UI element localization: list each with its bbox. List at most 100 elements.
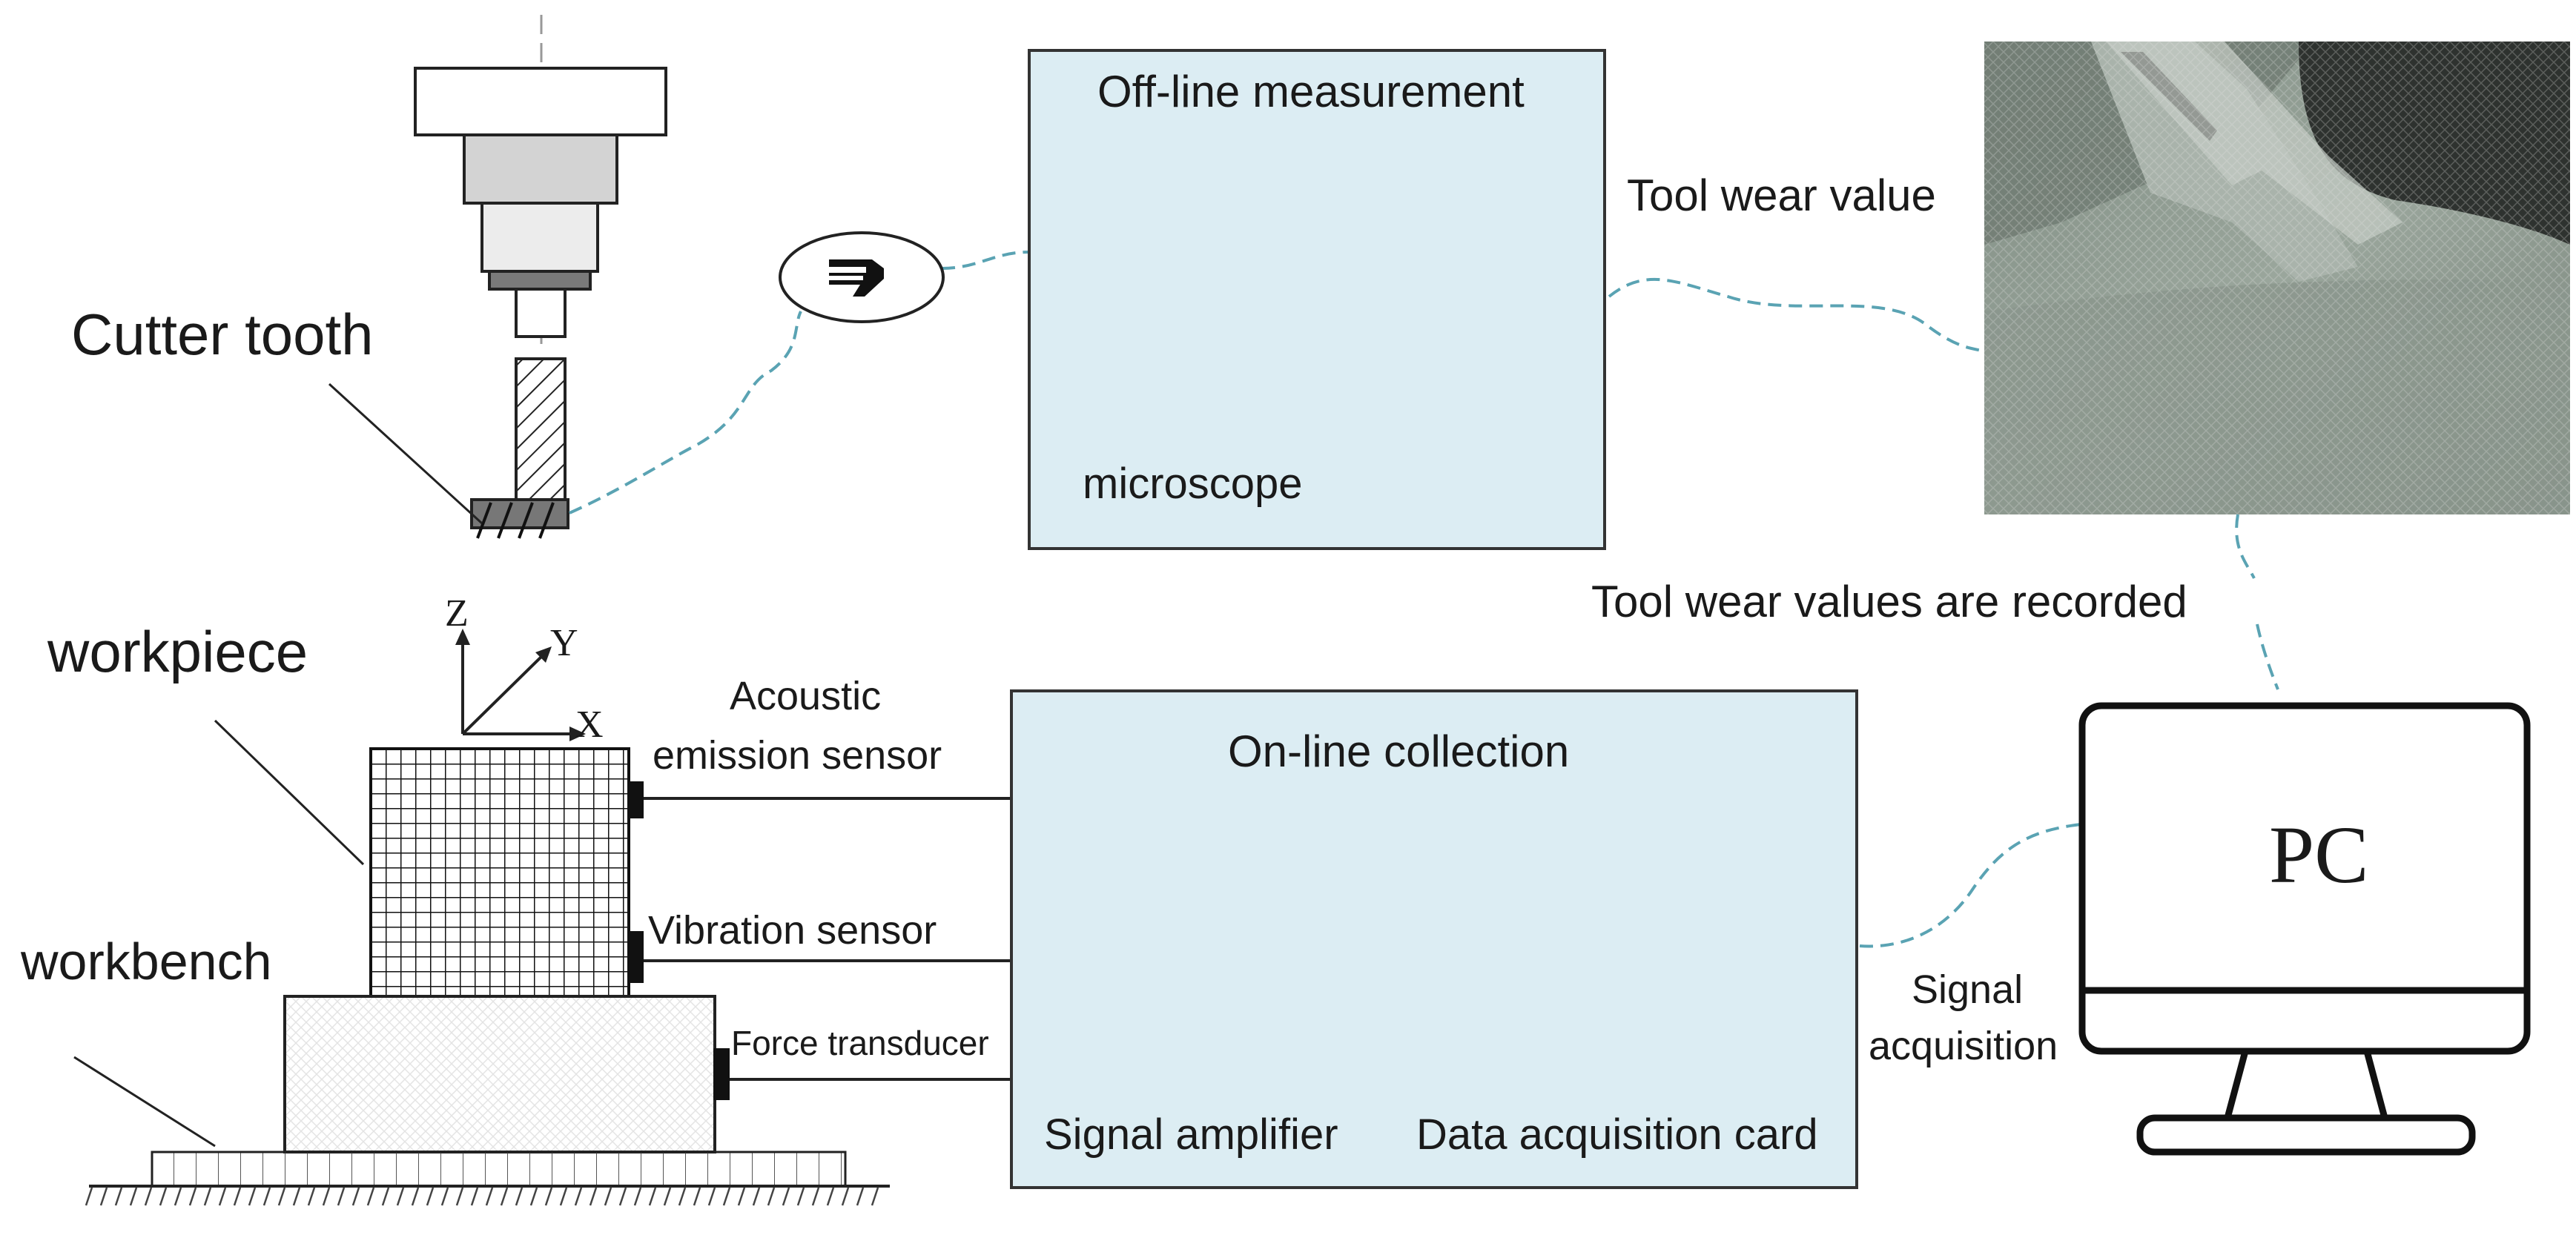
ground-hatch-mark [248, 1187, 257, 1206]
ground-hatch-mark [841, 1187, 850, 1206]
axis-z-label: Z [445, 592, 469, 635]
ground-hatch-mark [426, 1187, 435, 1206]
acoustic-sensor-label-line2: emission sensor [653, 733, 942, 778]
acoustic-sensor-label-line1: Acoustic [730, 674, 882, 718]
ground-hatch-mark [277, 1187, 286, 1206]
pc-label: PC [2269, 810, 2369, 900]
tool-wear-recorded-label: Tool wear values are recorded [1591, 577, 2187, 626]
cutter-insert-icon [779, 231, 945, 323]
workbench-label: workbench [21, 933, 272, 990]
ground-hatch-mark [292, 1187, 301, 1206]
ground-hatch-mark [648, 1187, 657, 1206]
ground-hatch-mark [188, 1187, 197, 1206]
ground-hatch-mark [351, 1187, 360, 1206]
link-sem-to-pc [2235, 514, 2279, 690]
ground-hatch-mark [604, 1187, 612, 1206]
workbench-pointer [73, 1056, 216, 1148]
ground-hatch-mark [114, 1187, 123, 1206]
ground-hatch-mark [559, 1187, 568, 1206]
ground-hatch-mark [544, 1187, 553, 1206]
workbench-plate [151, 1151, 847, 1188]
microscope-label: microscope [1083, 460, 1303, 508]
ground-hatch-mark [396, 1187, 405, 1206]
ground-hatch-mark [203, 1187, 212, 1206]
ground-hatch-mark [99, 1187, 108, 1206]
spindle-head [414, 67, 667, 136]
ground-hatch-mark [440, 1187, 449, 1206]
vibration-sensor-body [627, 931, 644, 983]
ground-hatch-mark [85, 1187, 93, 1206]
cutter-tooth-label: Cutter tooth [71, 302, 374, 367]
spindle-assembly [328, 15, 667, 539]
ground-hatch-mark [307, 1187, 316, 1206]
online-collection-panel: On-line collection Signal amplifier Data… [1010, 689, 1858, 1189]
ground-hatch-mark [262, 1187, 271, 1206]
ground-hatch-mark [381, 1187, 390, 1206]
milling-cutter-shank [515, 357, 567, 501]
link-online-to-pc [1859, 823, 2081, 948]
axis-y-label: Y [550, 622, 578, 664]
link-offline-to-sem [1608, 277, 1987, 353]
ground-hatch-mark [233, 1187, 242, 1206]
ground-hatch-mark [633, 1187, 642, 1206]
spindle-body [463, 133, 618, 205]
tool-wear-sem-image [1984, 42, 2570, 514]
ground-hatch-mark [589, 1187, 598, 1206]
force-transducer-label: Force transducer [731, 1024, 989, 1062]
ground-hatch-mark [737, 1187, 746, 1206]
ground-hatch-mark [663, 1187, 672, 1206]
cutter-tooth-pointer [328, 383, 483, 525]
ground-hatch-mark [144, 1187, 153, 1206]
workpiece-setup [73, 629, 1014, 1206]
ground-hatch-mark [470, 1187, 479, 1206]
data-acquisition-card-label: Data acquisition card [1416, 1110, 1818, 1159]
ground-hatch-mark [678, 1187, 687, 1206]
ground-hatch-mark [515, 1187, 524, 1206]
ground-hatch-mark [129, 1187, 138, 1206]
ground-hatch-mark [871, 1187, 879, 1206]
signal-acquisition-label-line1: Signal [1912, 967, 2024, 1012]
signal-amplifier-label: Signal amplifier [1044, 1110, 1338, 1159]
ground-hatch-mark [455, 1187, 464, 1206]
ground-hatch-mark [174, 1187, 182, 1206]
vibration-sensor-label: Vibration sensor [648, 908, 937, 953]
axis-x-label: X [575, 704, 604, 746]
ground-hatch-mark [322, 1187, 331, 1206]
workpiece-pointer [214, 719, 365, 866]
ground-hatch-mark [618, 1187, 627, 1206]
workpiece-block [369, 747, 630, 998]
ground-hatch-mark [707, 1187, 716, 1206]
ground-hatch-mark [366, 1187, 375, 1206]
offline-measurement-panel: Off-line measurement microscope [1028, 49, 1606, 550]
tool-wear-value-label: Tool wear value [1627, 171, 1936, 220]
link-cutter-to-icon [569, 311, 802, 514]
ground-hatch-mark [574, 1187, 583, 1206]
force-transducer-body [713, 1048, 730, 1100]
ground-hatch-mark [411, 1187, 420, 1206]
signal-acquisition-label-line2: acquisition [1869, 1024, 2058, 1068]
spindle-collar [480, 202, 599, 273]
ground-hatch-mark [767, 1187, 776, 1206]
ground-hatch-mark [529, 1187, 538, 1206]
ground-hatch-mark [485, 1187, 494, 1206]
ground-hatch-mark [337, 1187, 346, 1206]
ground-hatch-mark [500, 1187, 509, 1206]
link-icon-to-offline [941, 251, 1030, 270]
offline-measurement-title: Off-line measurement [1097, 67, 1525, 116]
pc-monitor-icon [2078, 702, 2531, 1156]
ground-hatch-mark [782, 1187, 790, 1206]
ground-hatch-mark [856, 1187, 865, 1206]
ground-hatch-mark [752, 1187, 761, 1206]
acoustic-sensor-body [627, 781, 644, 818]
ground-hatch-mark [159, 1187, 168, 1206]
ground-hatch-mark [826, 1187, 835, 1206]
spindle-ring [488, 270, 592, 291]
ground-hatch-mark [722, 1187, 731, 1206]
workpiece-label: workpiece [47, 619, 308, 684]
ground-hatch-mark [693, 1187, 701, 1206]
online-collection-title: On-line collection [1228, 726, 1570, 776]
ground-hatch-mark [796, 1187, 805, 1206]
ground-hatch-mark [218, 1187, 227, 1206]
tool-holder [515, 288, 567, 338]
